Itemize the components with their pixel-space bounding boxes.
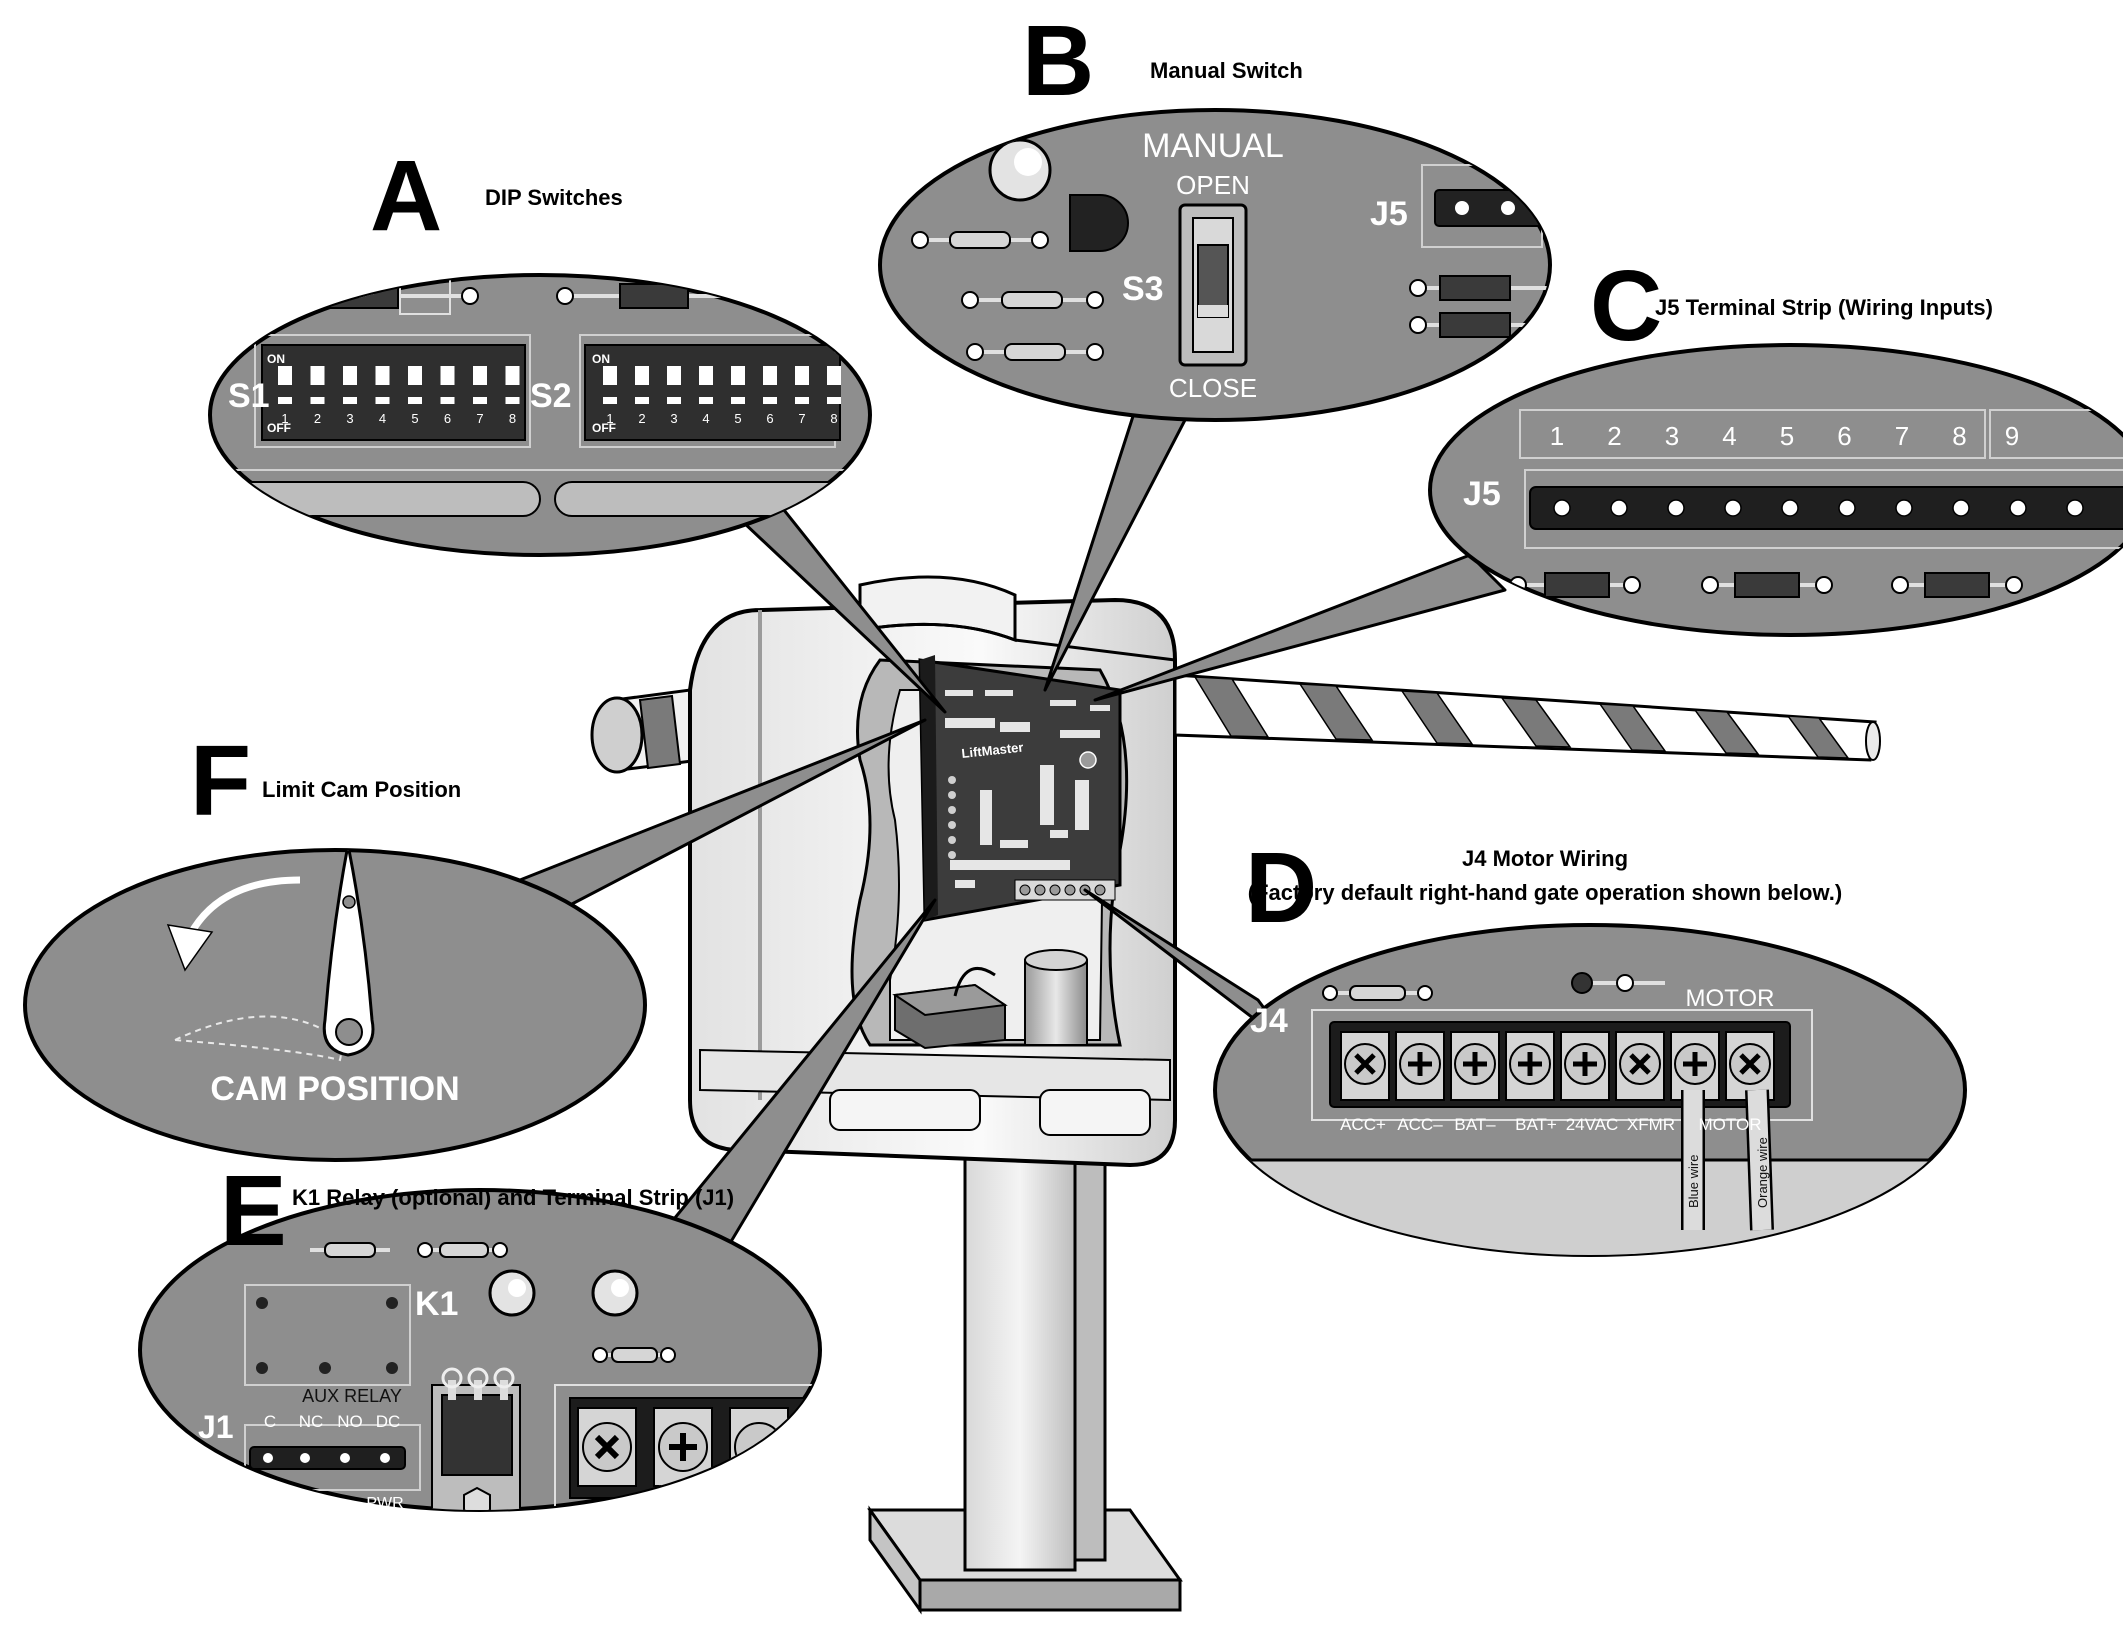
s1-number: 2 bbox=[314, 411, 321, 426]
callout-letter-f: F bbox=[190, 725, 251, 837]
manual-label: MANUAL bbox=[1142, 127, 1284, 165]
gate-arm bbox=[1175, 675, 1880, 760]
j1-pin-label: DC bbox=[376, 1412, 401, 1431]
s1-label: S1 bbox=[228, 377, 270, 415]
s2-number: 1 bbox=[606, 411, 613, 426]
s2-number: 3 bbox=[670, 411, 677, 426]
j5-number: 4 bbox=[1722, 421, 1736, 451]
j5-number: 6 bbox=[1837, 421, 1851, 451]
s2-number: 6 bbox=[766, 411, 773, 426]
s1-number: 5 bbox=[411, 411, 418, 426]
j5-pin bbox=[1953, 500, 1969, 516]
j1-pin-label: NC bbox=[299, 1412, 324, 1431]
bubble-j5-terminal-strip: 1 2 3 4 5 6 7 8 9 J5 bbox=[1430, 345, 2123, 635]
j5-number: 9 bbox=[2005, 421, 2019, 451]
s2-number: 8 bbox=[830, 411, 837, 426]
callout-title-d-line2: (Factory default right-hand gate operati… bbox=[1248, 880, 1842, 905]
j5-pin bbox=[1896, 500, 1912, 516]
callout-title-f: Limit Cam Position bbox=[262, 777, 461, 802]
open-label: OPEN bbox=[1176, 170, 1250, 200]
s1-number: 1 bbox=[281, 411, 288, 426]
callout-title-b: Manual Switch bbox=[1150, 58, 1303, 83]
pedestal-post bbox=[870, 1130, 1180, 1610]
j4-terminal-label: XFMR bbox=[1627, 1115, 1675, 1134]
aux-relay-label: AUX RELAY bbox=[302, 1386, 402, 1406]
callout-title-e: K1 Relay (optional) and Terminal Strip (… bbox=[292, 1185, 734, 1210]
close-label: CLOSE bbox=[1169, 373, 1257, 403]
arm-stub-left bbox=[592, 690, 700, 772]
j1-label: J1 bbox=[198, 1409, 234, 1445]
j1-terminal-screws bbox=[578, 1408, 788, 1486]
orange-wire-label: Orange wire bbox=[1755, 1137, 1770, 1208]
j5-label-b: J5 bbox=[1370, 195, 1408, 233]
cam-position-label: CAM POSITION bbox=[210, 1070, 459, 1108]
callout-letter-a: A bbox=[370, 140, 442, 252]
s1-number: 6 bbox=[444, 411, 451, 426]
callout-title-d-line1: J4 Motor Wiring bbox=[1462, 846, 1628, 871]
s2-number: 4 bbox=[702, 411, 709, 426]
j5-pin bbox=[1668, 500, 1684, 516]
callout-letter-c: C bbox=[1590, 250, 1662, 362]
j4-terminal-label: ACC– bbox=[1397, 1115, 1443, 1134]
s2-number: 5 bbox=[734, 411, 741, 426]
s1-number: 4 bbox=[379, 411, 386, 426]
s2-on-label: ON bbox=[592, 352, 610, 366]
s2-number: 2 bbox=[638, 411, 645, 426]
j5-number: 8 bbox=[1952, 421, 1966, 451]
blue-wire-label: Blue wire bbox=[1686, 1155, 1701, 1208]
j5-number: 7 bbox=[1895, 421, 1909, 451]
j5-pin bbox=[2010, 500, 2026, 516]
j5-pin bbox=[2067, 500, 2083, 516]
motor-label: MOTOR bbox=[1686, 985, 1775, 1012]
s1-number: 7 bbox=[476, 411, 483, 426]
j4-terminal-label: MOTOR bbox=[1699, 1115, 1762, 1134]
callout-letter-e: E bbox=[220, 1155, 287, 1267]
j4-terminal-label: BAT+ bbox=[1515, 1115, 1557, 1134]
j1-pin-label: NO bbox=[337, 1412, 363, 1431]
s3-label: S3 bbox=[1122, 270, 1164, 308]
j4-terminal-label: 24VAC bbox=[1566, 1115, 1619, 1134]
j5-number: 2 bbox=[1607, 421, 1621, 451]
bubble-limit-cam: CAM POSITION bbox=[25, 845, 645, 1160]
control-board: LiftMaster bbox=[920, 655, 1120, 920]
k1-label: K1 bbox=[415, 1285, 458, 1323]
callout-title-c: J5 Terminal Strip (Wiring Inputs) bbox=[1655, 295, 1993, 320]
s1-number: 3 bbox=[346, 411, 353, 426]
s1-number: 8 bbox=[509, 411, 516, 426]
j5-number: 3 bbox=[1665, 421, 1679, 451]
pwr-label: PWR bbox=[366, 1495, 403, 1512]
j5-pin bbox=[1782, 500, 1798, 516]
j5-number: 1 bbox=[1550, 421, 1564, 451]
callout-letter-b: B bbox=[1022, 5, 1094, 117]
s1-on-label: ON bbox=[267, 352, 285, 366]
j5-pin bbox=[1725, 500, 1741, 516]
j5-label-c: J5 bbox=[1463, 475, 1501, 513]
j4-terminal-labels: ACC+ ACC– BAT– BAT+ 24VAC XFMR MOTOR bbox=[1340, 1115, 1761, 1134]
j5-number: 5 bbox=[1780, 421, 1794, 451]
s2-number: 7 bbox=[798, 411, 805, 426]
j4-terminal-label: ACC+ bbox=[1340, 1115, 1386, 1134]
j5-pin bbox=[1554, 500, 1570, 516]
j5-pin bbox=[1839, 500, 1855, 516]
bubble-manual-switch: MANUAL OPEN CLOSE S3 J5 bbox=[880, 110, 1550, 420]
j4-label: J4 bbox=[1250, 1002, 1288, 1040]
s2-label: S2 bbox=[530, 377, 572, 415]
callout-title-a: DIP Switches bbox=[485, 185, 623, 210]
j1-pin-label: C bbox=[264, 1412, 276, 1431]
j4-terminal-label: BAT– bbox=[1454, 1115, 1496, 1134]
j5-pin bbox=[1611, 500, 1627, 516]
